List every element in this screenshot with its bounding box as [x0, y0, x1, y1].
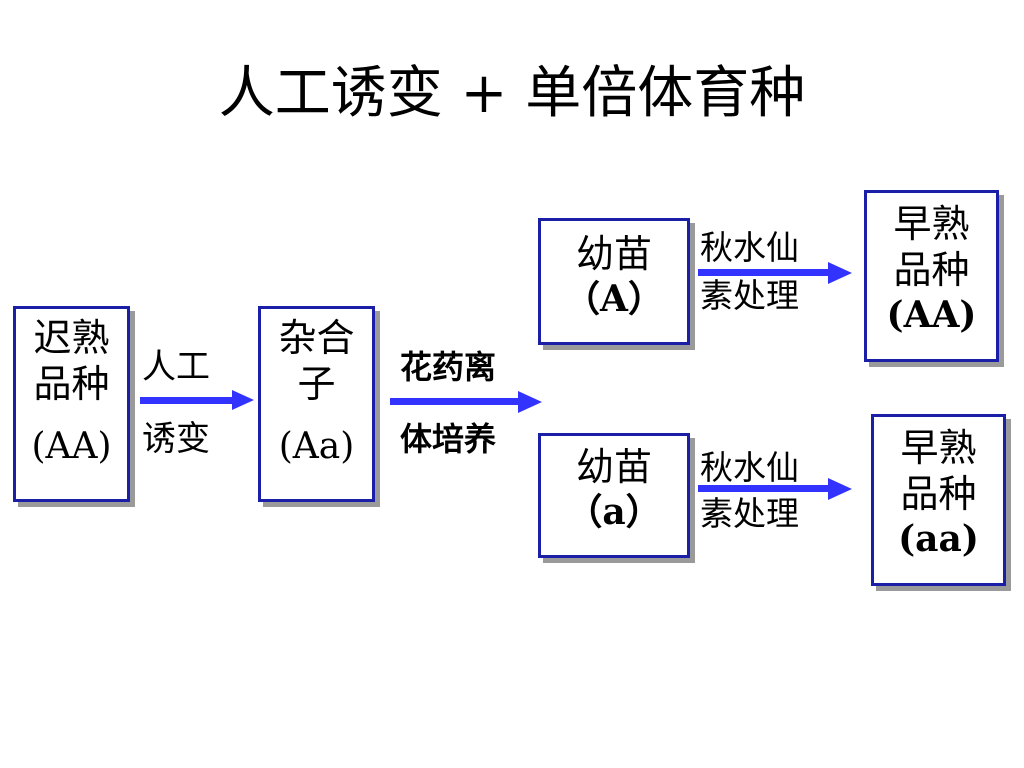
early-AA-line2: 品种: [893, 248, 970, 292]
seedling-a-genotype: （a）: [566, 491, 662, 533]
mutagenesis-label-line1: 人工: [142, 347, 210, 387]
early-aa-line2: 品种: [900, 472, 977, 516]
early-aa-genotype: (aa): [898, 518, 979, 560]
late-variety-line2: 品种: [33, 362, 110, 406]
anther-culture-arrow: [390, 391, 542, 413]
colchicine-top-label-line1: 秋水仙: [700, 228, 799, 267]
colchicine-bottom-label-line1: 秋水仙: [700, 448, 799, 487]
page-title: 人工诱变 + 单倍体育种: [218, 61, 806, 126]
early-AA-line1: 早熟: [893, 202, 970, 246]
mutagenesis-label-line2: 诱变: [142, 419, 210, 459]
early-AA-genotype: (AA): [886, 294, 977, 336]
mutagenesis-arrow: [140, 390, 254, 410]
anther-culture-label-line1: 花药离: [400, 348, 497, 386]
late-variety-box: 迟熟 品种 (AA): [13, 306, 130, 502]
late-variety-line1: 迟熟: [33, 316, 110, 360]
colchicine-top-arrow: [698, 262, 852, 284]
early-variety-aa-box: 早熟 品种 (aa): [871, 414, 1006, 586]
anther-culture-label-line2: 体培养: [400, 420, 497, 458]
hybrid-box: 杂合 子 (Aa): [258, 306, 375, 502]
hybrid-line1: 杂合: [278, 316, 355, 360]
early-variety-AA-box: 早熟 品种 (AA): [864, 190, 999, 362]
colchicine-bottom-arrow: [698, 478, 852, 500]
seedling-A-box: 幼苗 （A）: [538, 218, 690, 345]
seedling-A-line1: 幼苗: [575, 232, 652, 276]
colchicine-bottom-label-line2: 素处理: [700, 494, 799, 533]
hybrid-genotype: (Aa): [278, 426, 355, 467]
seedling-a-box: 幼苗 （a）: [538, 433, 690, 558]
seedling-a-line1: 幼苗: [575, 445, 652, 489]
seedling-A-genotype: （A）: [564, 278, 664, 320]
hybrid-line2: 子: [297, 362, 336, 406]
early-aa-line1: 早熟: [900, 426, 977, 470]
colchicine-top-label-line2: 素处理: [700, 276, 799, 315]
late-variety-genotype: (AA): [31, 426, 112, 467]
